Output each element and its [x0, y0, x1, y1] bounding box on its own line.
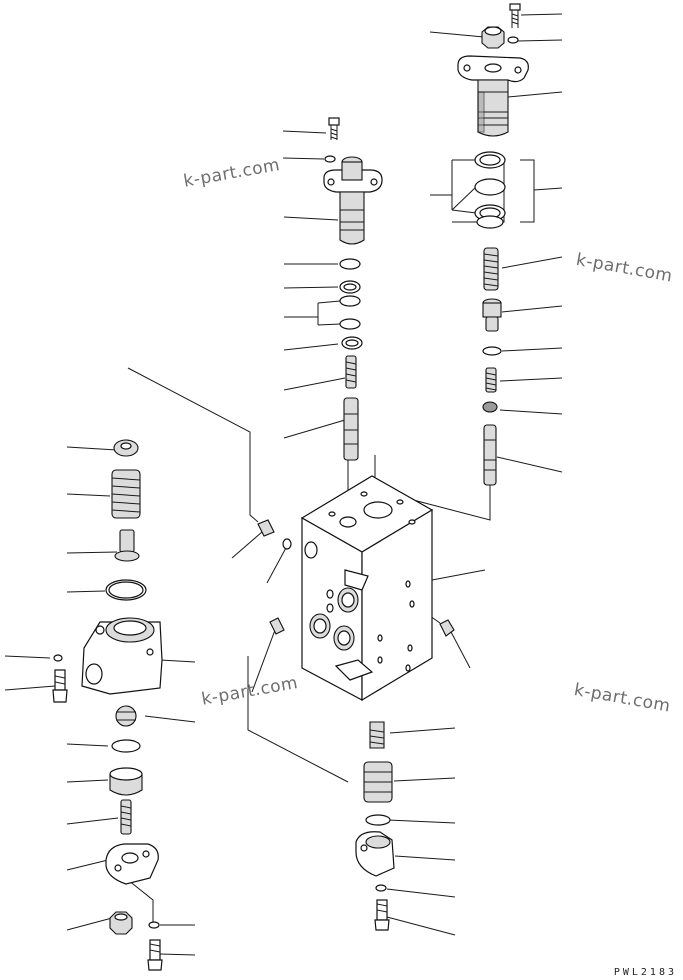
middle-cap-assembly: [323, 117, 383, 461]
top-right-cap-assembly: [457, 3, 529, 486]
left-end-cover-assembly: [52, 439, 163, 971]
bottom-cover-assembly: [355, 721, 395, 931]
side-plugs: [257, 519, 455, 637]
drawing-code: PWL2183: [613, 967, 677, 978]
valve-body-block: [300, 475, 434, 702]
spring-upper-right: [483, 247, 499, 291]
